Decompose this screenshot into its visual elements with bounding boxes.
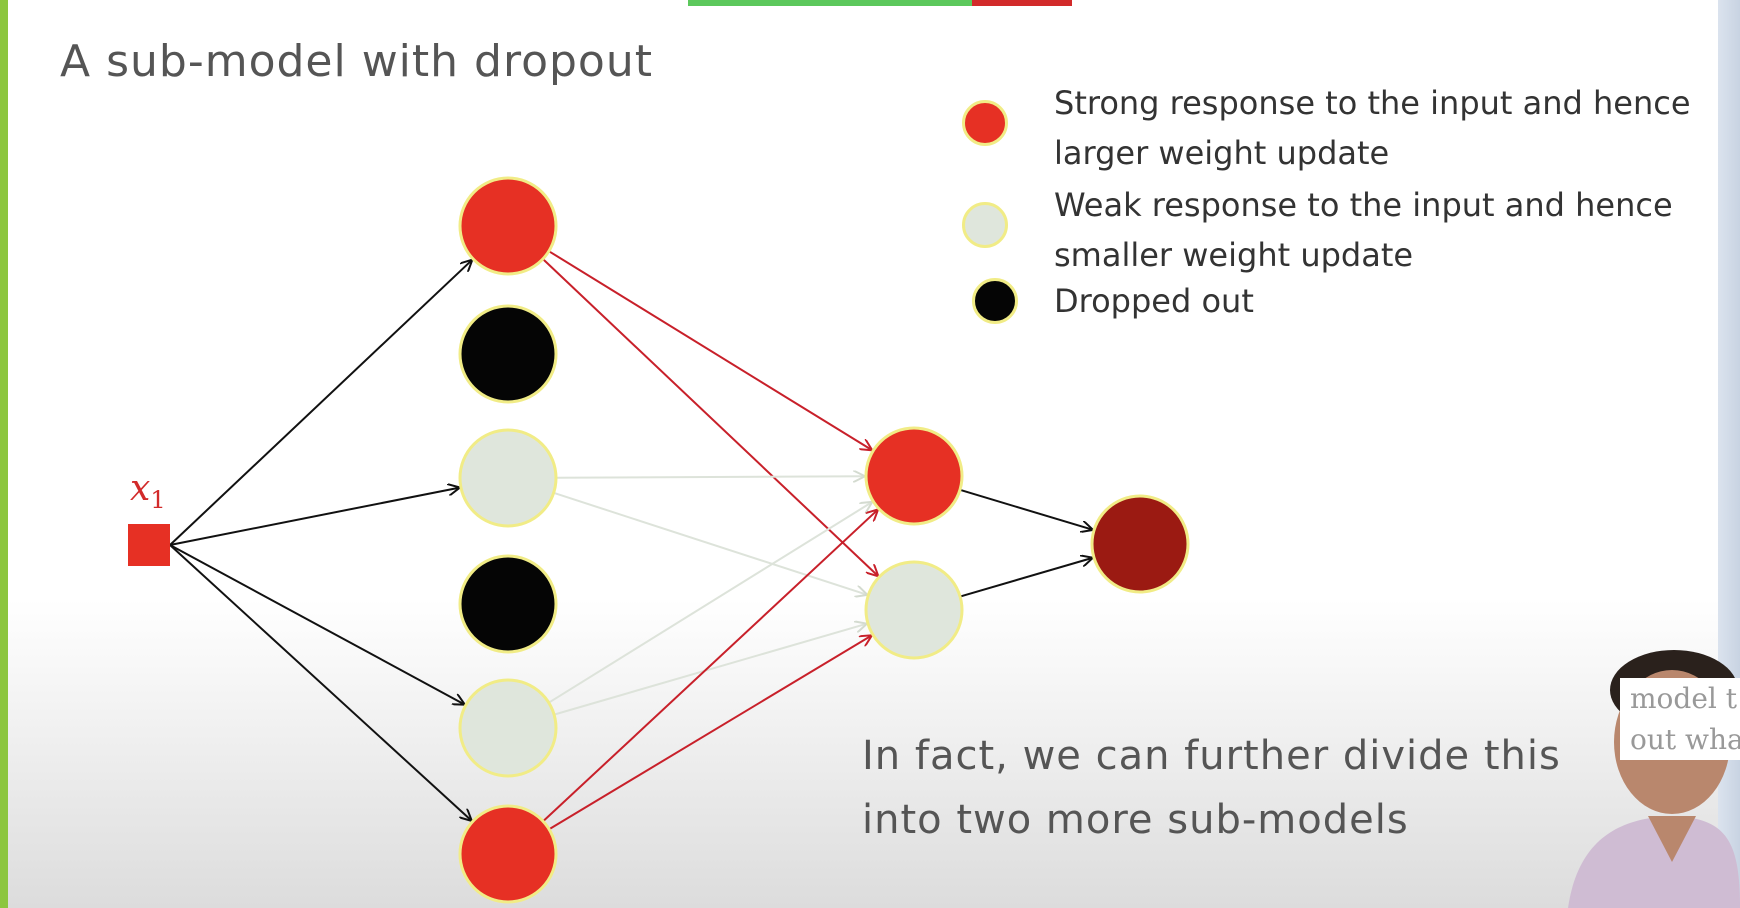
hidden1-node-5-weak [458,678,558,778]
legend-text-strong: Strong response to the input and hence l… [1054,84,1691,172]
edge-h1-5-to-h2-1 [548,502,872,704]
hidden1-node-4-dropped [458,554,558,654]
legend-dot-strong [962,100,1008,146]
edge-h1-3-to-h2-1 [555,476,864,478]
slide-title: A sub-model with dropout [60,36,653,87]
legend-dot-weak [962,202,1008,248]
edges-group [169,250,1092,831]
note-line-2: into two more sub-models [862,797,1409,843]
hidden1-node-6-strong [458,804,558,904]
caption-overlay: model t out wha [1620,678,1740,760]
legend-item-weak: Weak response to the input and hence sma… [962,180,1694,280]
edge-input-to-h1-1 [169,260,472,546]
input-node [128,524,170,566]
legend-item-strong: Strong response to the input and hence l… [962,78,1694,178]
note-text: In fact, we can further divide this into… [862,724,1561,852]
output-node [1090,494,1190,594]
edge-input-to-h1-5 [169,544,464,704]
hidden1-node-3-weak [458,428,558,528]
hidden2-node-1-strong [864,426,964,526]
legend-text-weak: Weak response to the input and hence sma… [1054,186,1673,274]
edge-h1-5-to-h2-2 [553,624,866,716]
edge-h1-1-to-h2-1 [548,250,872,450]
edge-input-to-h1-6 [169,544,471,820]
note-line-1: In fact, we can further divide this [862,733,1561,779]
edge-h1-3-to-h2-2 [553,491,867,595]
input-label: x1 [130,468,166,515]
legend-text-dropped: Dropped out [1054,282,1254,320]
hidden1-node-2-dropped [458,304,558,404]
nodes-group [458,176,1190,904]
edge-h1-6-to-h2-1 [542,510,877,823]
edge-h1-1-to-h2-2 [542,258,878,576]
left-green-border [0,0,8,908]
top-progress-red [972,0,1072,6]
legend-item-dropped: Dropped out [972,276,1694,326]
caption-line-2: out wha [1630,723,1740,756]
legend-dot-dropped [972,278,1018,324]
caption-line-1: model t [1630,682,1738,715]
hidden2-node-2-weak [864,560,964,660]
edge-h1-6-to-h2-2 [548,636,871,831]
edge-h2-1-to-output [959,488,1092,530]
hidden1-node-1-strong [458,176,558,276]
top-progress-green [688,0,972,6]
edge-input-to-h1-3 [169,488,459,546]
edge-h2-2-to-output [959,558,1092,598]
